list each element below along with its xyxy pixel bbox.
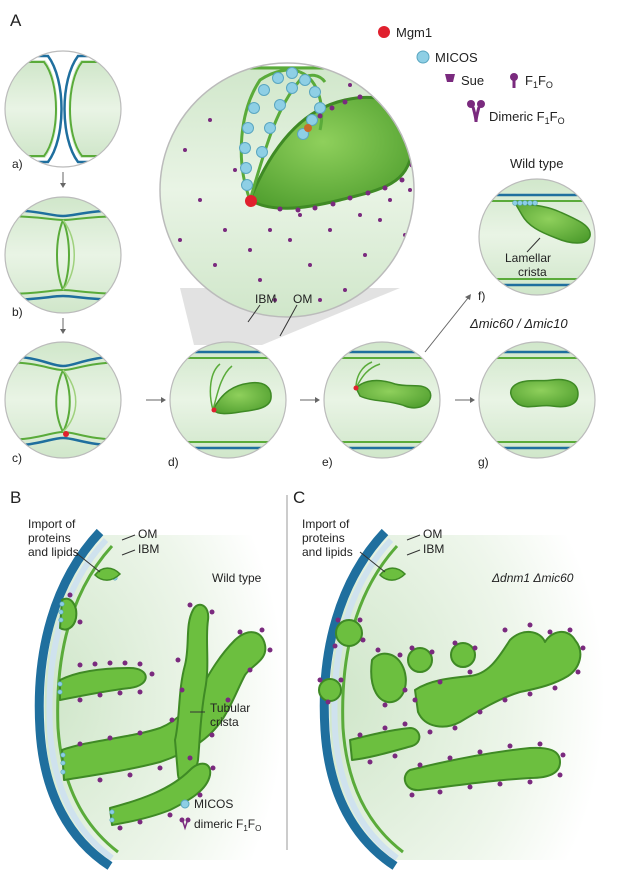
- step-f-label: f): [478, 289, 485, 303]
- legend-f1fo: F1FO: [525, 73, 553, 90]
- panel-b-tubular-line2: crista: [210, 715, 239, 729]
- panel-b-wild-type: Wild type: [212, 571, 262, 585]
- legend-micos: MICOS: [435, 50, 478, 65]
- panel-b-import-line1: Import of: [28, 517, 76, 531]
- panel-c-om-label: OM: [423, 527, 442, 541]
- step-d-label: d): [168, 455, 179, 469]
- step-d-circle: [169, 341, 287, 459]
- step-a-circle: [4, 50, 122, 168]
- panel-c-diagram: [317, 528, 605, 870]
- legend-top: Mgm1 MICOS Sue F1FO Dimeric F1FO: [378, 25, 565, 126]
- om-label: OM: [293, 292, 312, 306]
- panel-b-ibm-pointer: [121, 549, 136, 556]
- om-pointer: [279, 304, 298, 337]
- step-c-label: c): [12, 451, 22, 465]
- ibm-pointer: [247, 304, 261, 323]
- legend-dimeric: Dimeric F1FO: [489, 109, 565, 126]
- panel-b-ibm-label: IBM: [138, 542, 159, 556]
- panel-label-a: A: [10, 11, 22, 30]
- legend-mgm1: Mgm1: [396, 25, 432, 40]
- panel-label-c: C: [293, 488, 305, 507]
- panel-c-mutant-label: Δdnm1 Δmic60: [491, 571, 574, 585]
- panel-b-import-line2: proteins: [28, 531, 71, 545]
- lamellar-label-line2: crista: [518, 265, 547, 279]
- panel-b-om-pointer: [121, 534, 136, 541]
- panel-b-diagram: [34, 528, 286, 870]
- step-c-circle: [4, 341, 122, 459]
- zoom-circle: [160, 63, 414, 317]
- step-b-circle: [4, 196, 122, 314]
- panel-b-micos-legend-icon: [180, 799, 190, 809]
- panel-b-tubular-line1: Tubular: [210, 701, 250, 715]
- micos-marker-icon: [416, 50, 430, 64]
- panel-b-legend-dimeric: dimeric F1FO: [194, 817, 261, 833]
- panel-b-import-line3: and lipids: [28, 545, 79, 559]
- ibm-label: IBM: [255, 292, 276, 306]
- panel-c-ibm-label: IBM: [423, 542, 444, 556]
- panel-b-import-pointer: [74, 551, 101, 573]
- lamellar-pointer: [526, 237, 541, 253]
- step-e-label: e): [322, 455, 333, 469]
- panel-b-legend-micos: MICOS: [194, 797, 233, 811]
- mutant-label: Δmic60 / Δmic10: [469, 316, 568, 331]
- dimeric-f1fo-marker-icon: [467, 100, 485, 123]
- f1fo-marker-icon: [510, 73, 518, 88]
- panel-b-dimeric-legend-icon: [179, 817, 191, 831]
- panel-b-om-label: OM: [138, 527, 157, 541]
- panel-c-ibm-pointer: [406, 549, 421, 556]
- step-a-label: a): [12, 157, 23, 171]
- panel-c-om-pointer: [406, 534, 421, 541]
- step-b-label: b): [12, 305, 23, 319]
- panel-c-import-line3: and lipids: [302, 545, 353, 559]
- panel-c-import-line2: proteins: [302, 531, 345, 545]
- lamellar-label-line1: Lamellar: [505, 251, 551, 265]
- mgm1-marker-icon: [378, 26, 390, 38]
- wild-type-label: Wild type: [510, 156, 563, 171]
- panel-label-b: B: [10, 488, 21, 507]
- zoom-circle-outline: [159, 62, 415, 318]
- legend-sue: Sue: [461, 73, 484, 88]
- step-g-circle: [478, 341, 596, 459]
- arrow-e-to-f: [424, 297, 469, 353]
- panel-c-import-pointer: [359, 551, 386, 573]
- panel-c-import-line1: Import of: [302, 517, 350, 531]
- sue-marker-icon: [445, 74, 455, 82]
- step-e-circle: [323, 341, 441, 459]
- step-g-label: g): [478, 455, 489, 469]
